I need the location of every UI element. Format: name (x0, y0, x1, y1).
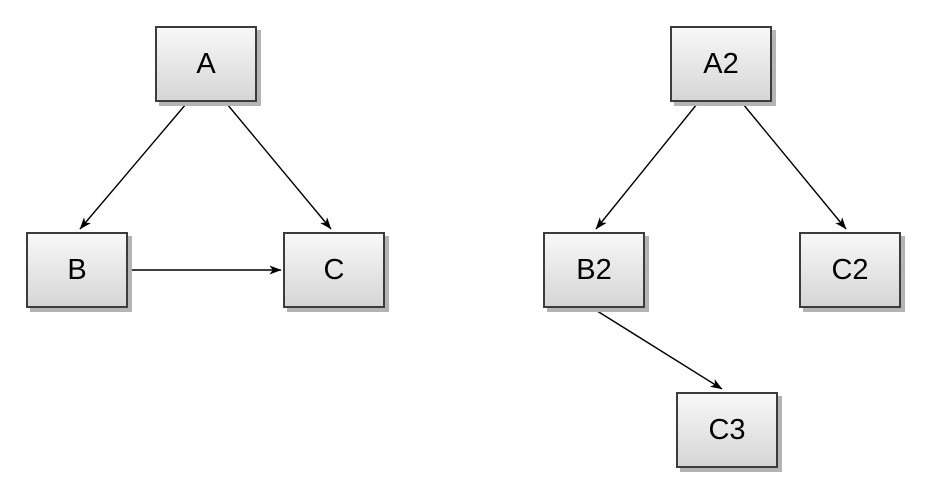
node-C3-label: C3 (708, 413, 746, 446)
node-A: A (155, 26, 257, 102)
node-A2-label: A2 (703, 47, 739, 80)
node-B-label: B (67, 253, 87, 286)
node-A-label: A (196, 47, 216, 80)
node-C2: C2 (799, 232, 901, 308)
node-A2: A2 (670, 26, 772, 102)
node-C2-label: C2 (831, 253, 869, 286)
node-C3: C3 (676, 392, 778, 468)
node-B2-label: B2 (576, 253, 612, 286)
node-C: C (283, 232, 385, 308)
node-B: B (26, 232, 128, 308)
node-C-label: C (323, 253, 345, 286)
node-B2: B2 (543, 232, 645, 308)
